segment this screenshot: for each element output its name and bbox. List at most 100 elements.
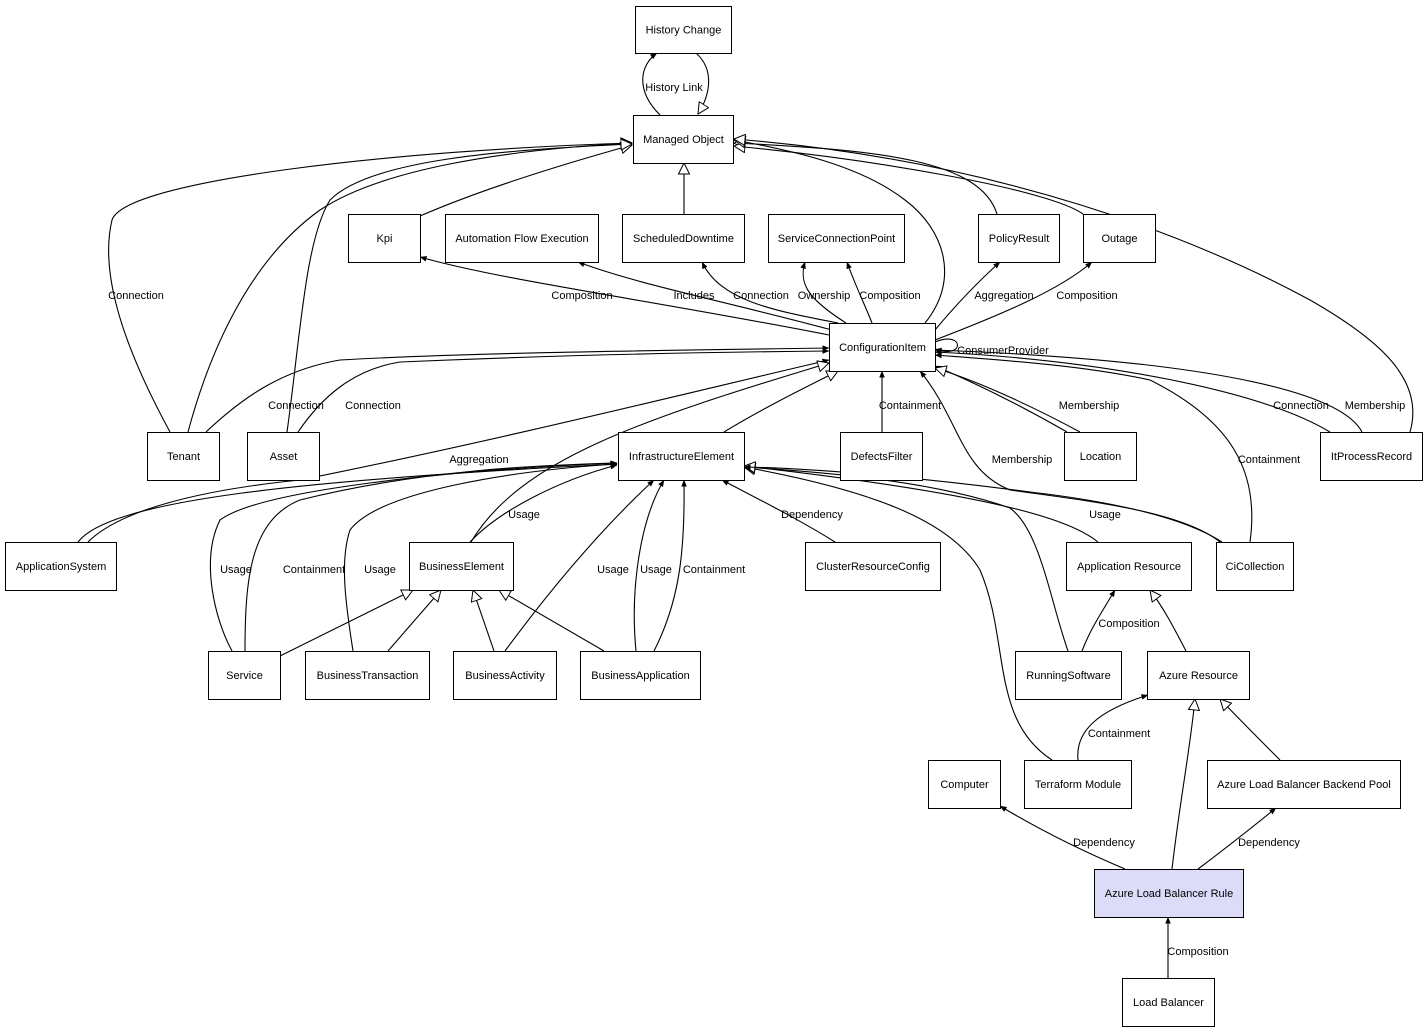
edge-business-application-to-infrastructure-element-usage: Usage <box>633 479 672 652</box>
edge-azure-load-balancer-rule-to-azure-resource <box>1171 699 1195 870</box>
edge-configuration-item-to-scheduled-downtime-connection: Connection <box>701 261 839 324</box>
edge-label: Aggregation <box>974 290 1033 302</box>
node-label: Asset <box>270 451 298 463</box>
node-label: BusinessApplication <box>591 670 689 682</box>
node-location[interactable]: Location <box>1064 432 1137 481</box>
node-application-system[interactable]: ApplicationSystem <box>5 542 117 591</box>
node-load-balancer[interactable]: Load Balancer <box>1122 978 1215 1027</box>
edge-label: Membership <box>1059 400 1120 412</box>
node-managed-object[interactable]: Managed Object <box>633 115 734 164</box>
node-kpi[interactable]: Kpi <box>348 214 421 263</box>
association-line <box>846 261 873 324</box>
edge-application-system-to-infrastructure-element <box>77 461 618 543</box>
node-box <box>928 760 1001 809</box>
association-line <box>633 479 665 652</box>
node-label: History Change <box>646 25 722 37</box>
node-business-activity[interactable]: BusinessActivity <box>453 651 557 700</box>
node-azure-lb-backend-pool[interactable]: Azure Load Balancer Backend Pool <box>1207 760 1401 809</box>
node-outage[interactable]: Outage <box>1083 214 1156 263</box>
edge-asset-to-managed-object <box>286 144 632 433</box>
edge-business-element-to-infrastructure-element-usage: Usage <box>469 463 618 543</box>
node-itprocess-record[interactable]: ItProcessRecord <box>1320 432 1423 481</box>
edge-configuration-item-to-outage-composition: Composition <box>934 261 1118 341</box>
node-computer[interactable]: Computer <box>928 760 1001 809</box>
edge-application-resource-to-infrastructure-element <box>744 466 1099 543</box>
inheritance-line <box>935 368 1081 433</box>
edge-configuration-item-to-service-connection-point-composition: Composition <box>846 261 921 324</box>
node-box <box>247 432 320 481</box>
edge-label: Usage <box>640 564 672 576</box>
node-asset[interactable]: Asset <box>247 432 320 481</box>
node-box <box>1216 542 1294 591</box>
association-line <box>934 365 1068 433</box>
node-box <box>633 115 734 164</box>
edge-business-transaction-to-infrastructure-element-usage: Usage <box>343 461 618 652</box>
node-label: Computer <box>940 779 989 791</box>
edge-managed-object-to-history-change-history link: History Link <box>642 52 703 116</box>
node-box <box>409 542 514 591</box>
node-history-change[interactable]: History Change <box>635 6 732 54</box>
node-automation-flow-execution[interactable]: Automation Flow Execution <box>445 214 599 263</box>
node-box <box>1066 542 1192 591</box>
node-box <box>208 651 281 700</box>
node-cluster-resource-config[interactable]: ClusterResourceConfig <box>805 542 941 591</box>
node-terraform-module[interactable]: Terraform Module <box>1024 760 1132 809</box>
node-defects-filter[interactable]: DefectsFilter <box>840 432 923 481</box>
edge-label: Composition <box>859 290 920 302</box>
edge-label: Dependency <box>1073 837 1135 849</box>
edge-asset-to-configuration-item-connection: Connection <box>297 348 830 433</box>
edge-business-activity-to-business-element <box>473 590 495 652</box>
edge-label: Ownership <box>798 290 851 302</box>
node-box <box>445 214 599 263</box>
edge-terraform-module-to-infrastructure-element <box>744 467 1053 761</box>
node-application-resource[interactable]: Application Resource <box>1066 542 1192 591</box>
node-business-transaction[interactable]: BusinessTransaction <box>305 651 430 700</box>
association-line <box>577 261 833 331</box>
node-running-software[interactable]: RunningSoftware <box>1015 651 1122 700</box>
association-line <box>701 261 839 324</box>
node-label: ClusterResourceConfig <box>816 561 930 573</box>
association-line <box>1197 807 1277 870</box>
node-infrastructure-element[interactable]: InfrastructureElement <box>618 432 745 481</box>
node-tenant[interactable]: Tenant <box>147 432 220 481</box>
node-label: Azure Load Balancer Backend Pool <box>1217 779 1391 791</box>
node-scheduled-downtime[interactable]: ScheduledDowntime <box>622 214 745 263</box>
edge-location-to-configuration-item-membership: Membership <box>934 365 1120 433</box>
edge-azure-resource-to-application-resource <box>1150 590 1187 652</box>
node-label: DefectsFilter <box>851 451 913 463</box>
inheritance-line <box>734 140 946 324</box>
node-box <box>348 214 421 263</box>
node-azure-load-balancer-rule[interactable]: Azure Load Balancer Rule <box>1094 869 1244 918</box>
edge-service-to-infrastructure-element-usage: Usage <box>209 460 618 652</box>
edge-infrastructure-element-to-configuration-item <box>723 371 838 433</box>
edge-label: Containment <box>683 564 745 576</box>
node-configuration-item[interactable]: ConfigurationItem <box>829 323 936 372</box>
node-label: Azure Resource <box>1159 670 1238 682</box>
edge-label: Usage <box>508 509 540 521</box>
node-service[interactable]: Service <box>208 651 281 700</box>
edge-outage-to-managed-object <box>734 146 1084 215</box>
node-policy-result[interactable]: PolicyResult <box>978 214 1060 263</box>
edge-label: Composition <box>1167 946 1228 958</box>
edge-label: Containment <box>283 564 345 576</box>
node-label: ScheduledDowntime <box>633 233 734 245</box>
edge-label: Usage <box>220 564 252 576</box>
inheritance-line <box>470 363 829 543</box>
node-box <box>1015 651 1122 700</box>
edge-label: Usage <box>597 564 629 576</box>
edge-label: Containment <box>1238 454 1300 466</box>
association-line <box>800 261 847 324</box>
association-line <box>77 461 618 543</box>
edge-running-software-to-application-resource-composition: Composition <box>1081 589 1160 652</box>
node-azure-resource[interactable]: Azure Resource <box>1147 651 1250 700</box>
node-box <box>5 542 117 591</box>
node-ci-collection[interactable]: CiCollection <box>1216 542 1294 591</box>
node-service-connection-point[interactable]: ServiceConnectionPoint <box>768 214 905 263</box>
inheritance-line <box>734 146 1084 215</box>
node-box <box>622 214 745 263</box>
node-business-element[interactable]: BusinessElement <box>409 542 514 591</box>
node-label: Application Resource <box>1077 561 1181 573</box>
node-business-application[interactable]: BusinessApplication <box>580 651 701 700</box>
